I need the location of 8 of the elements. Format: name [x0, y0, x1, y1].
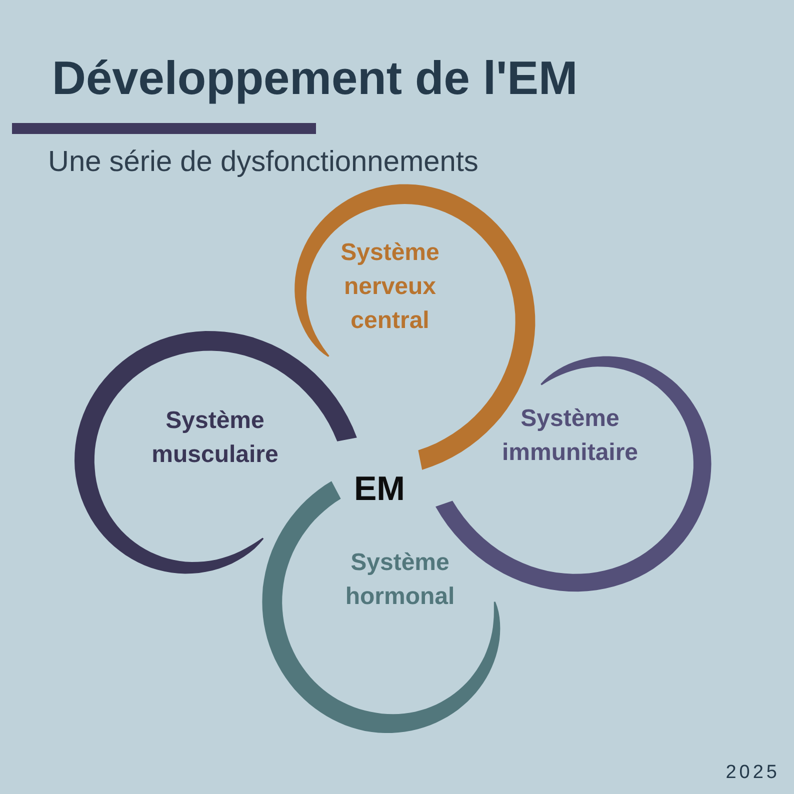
- system-label: Système nerveux central: [340, 238, 440, 336]
- center-label: EM: [354, 470, 405, 509]
- year-label: 2025: [726, 762, 780, 784]
- system-label: Système musculaire: [150, 406, 280, 470]
- system-label: Système hormonal: [344, 548, 456, 612]
- title: Développement de l'EM: [52, 50, 578, 105]
- system-label: Système immunitaire: [500, 404, 640, 468]
- subtitle: Une série de dysfonctionnements: [48, 146, 478, 179]
